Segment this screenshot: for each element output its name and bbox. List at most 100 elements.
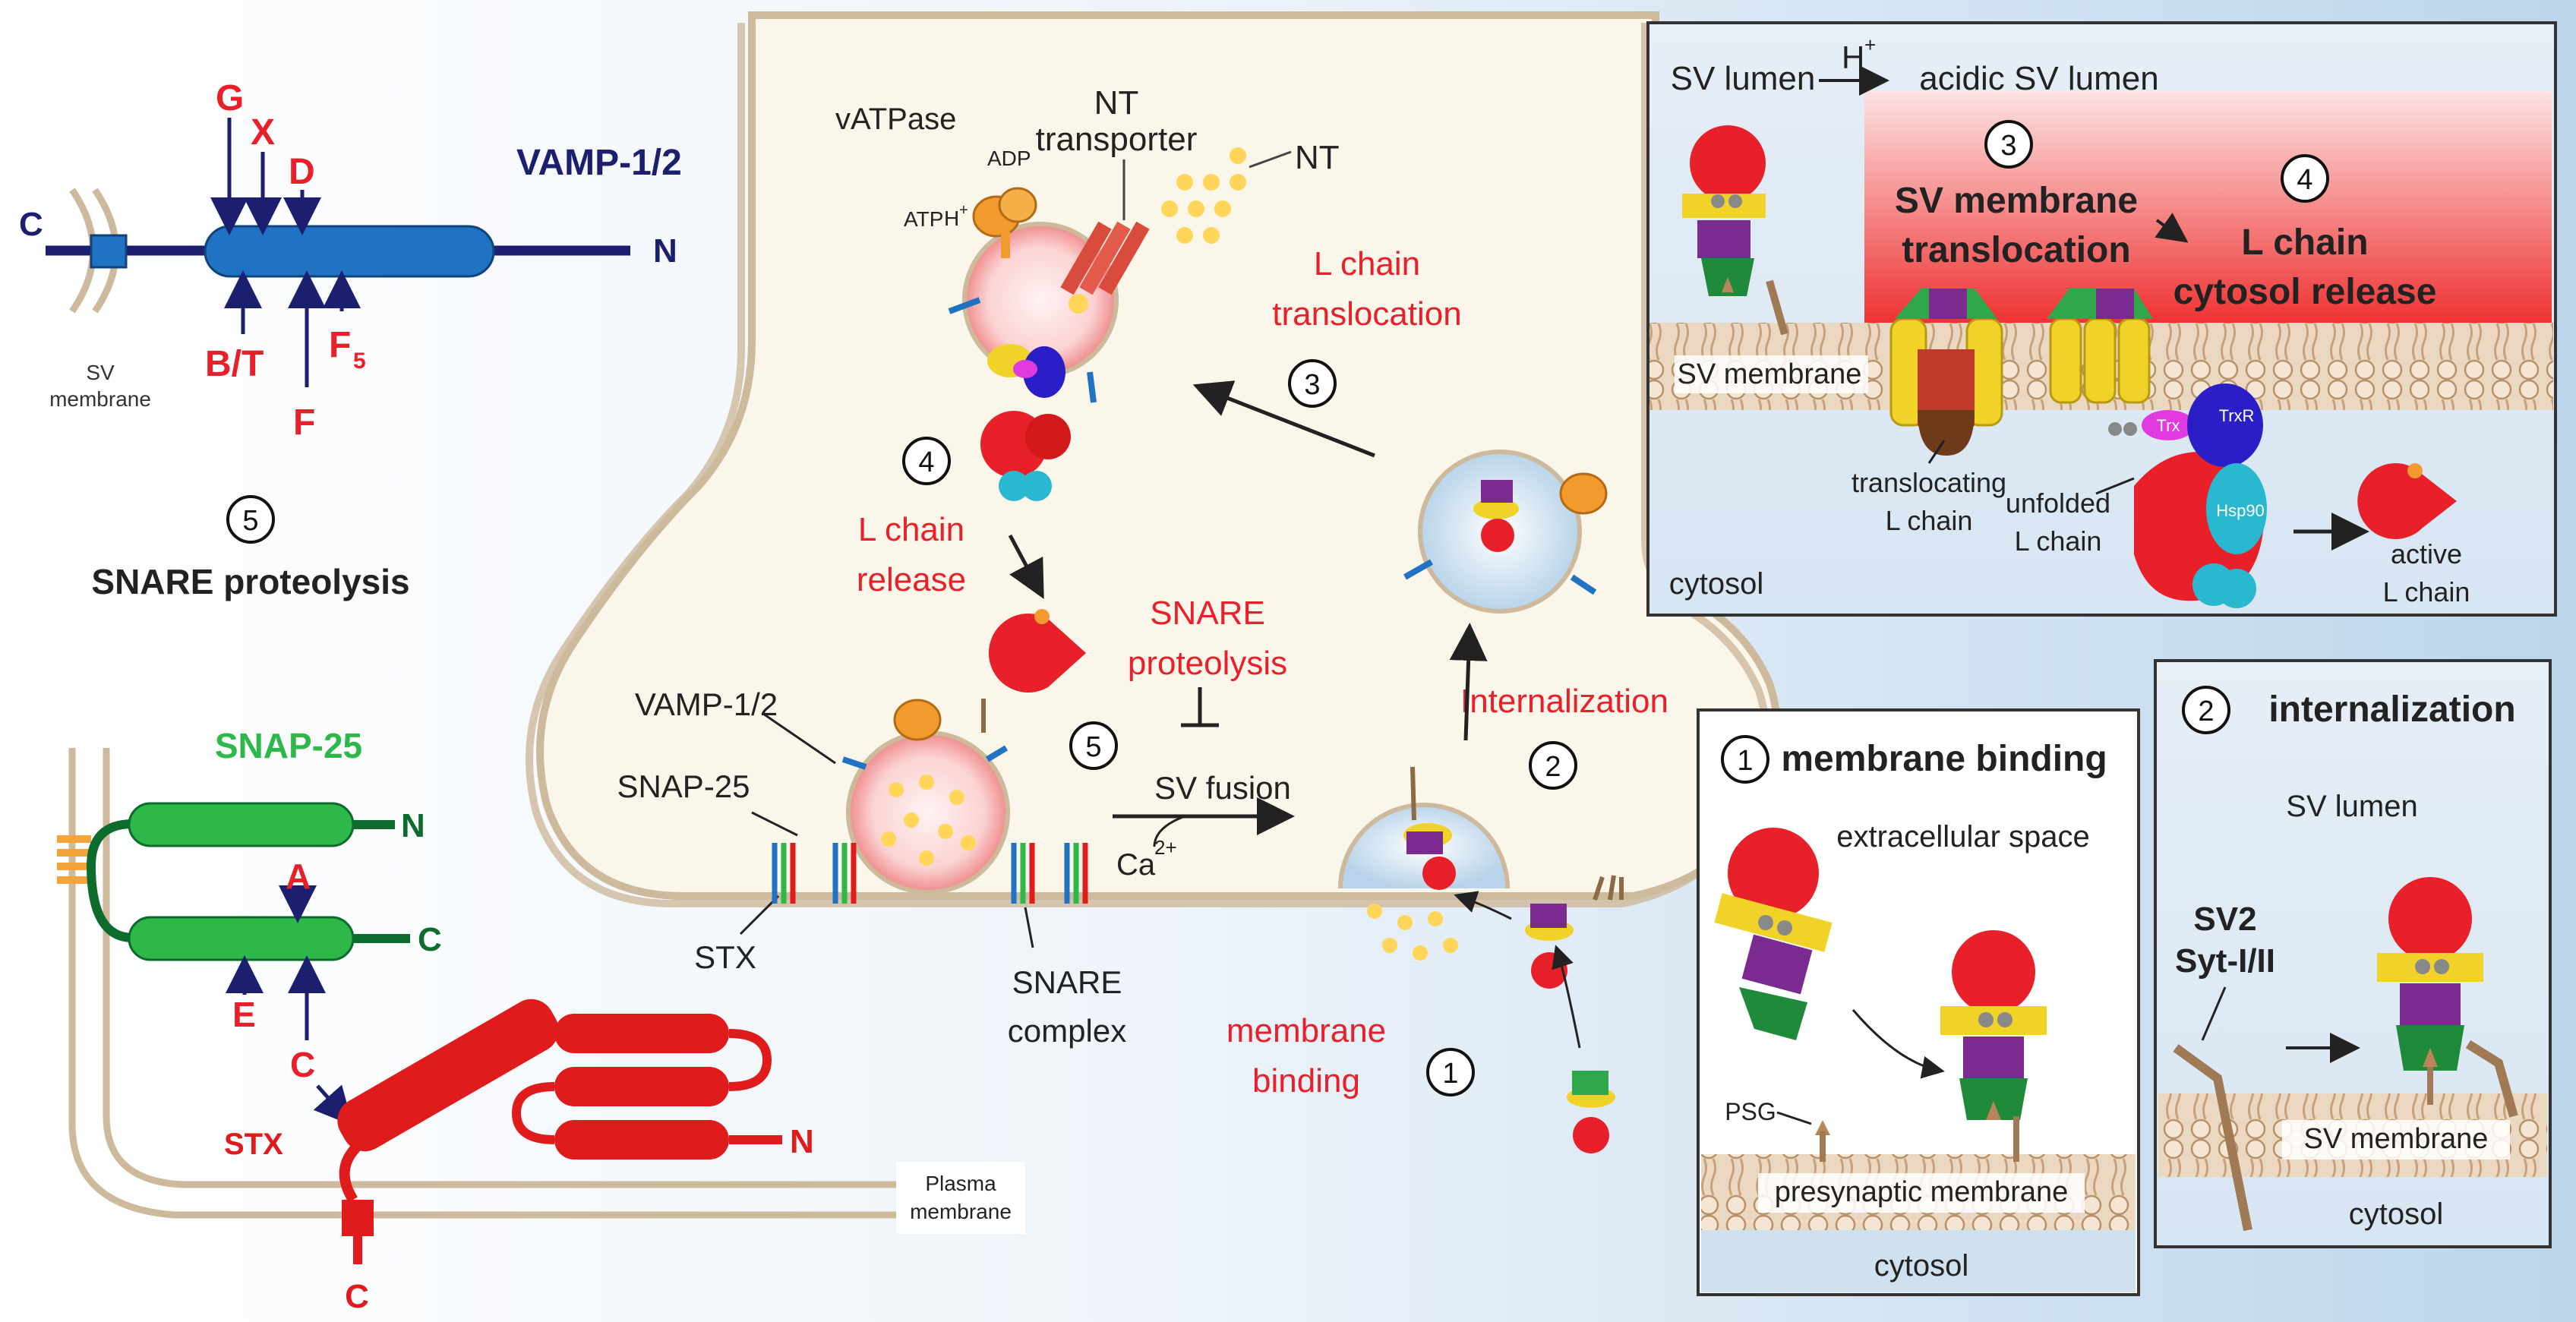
stx-label-neuron: STX <box>694 939 756 975</box>
snap25-site-c: C <box>290 1045 315 1084</box>
l-chain-cytosol-release-1: L chain <box>2241 222 2368 263</box>
l-chain-release-1: L chain <box>858 511 964 548</box>
panel-step-4: 4 <box>2297 164 2312 196</box>
binding-cytosol-label: cytosol <box>1874 1249 1969 1283</box>
internalization-sv-lumen-label: SV lumen <box>2286 790 2417 823</box>
stx-helix-3 <box>554 1120 729 1160</box>
snap25-c-terminus: C <box>418 921 442 958</box>
snare-proteolysis-red-2: proteolysis <box>1128 645 1287 682</box>
acidic-lumen-label: acidic SV lumen <box>1919 60 2158 97</box>
sv2-label: SV2 <box>2193 901 2256 938</box>
plasma-membrane-label-2: membrane <box>910 1200 1012 1223</box>
trx-label: Trx <box>2157 416 2180 435</box>
released-nt-dots <box>1367 904 1458 961</box>
adp-label: ADP <box>987 147 1031 170</box>
vatpase-icon <box>972 187 1037 258</box>
free-l-chain-icon <box>988 614 1086 693</box>
vamp-site-bt: B/T <box>205 344 264 384</box>
step-3-number: 3 <box>1304 369 1320 401</box>
vamp-site-f5-subscript: 5 <box>353 349 366 374</box>
stx-n-terminus: N <box>790 1123 814 1160</box>
l-chain-cytosol-release-2: cytosol release <box>2174 272 2437 312</box>
l-chain-translocation-2: translocation <box>1272 295 1461 333</box>
hsp90-label: Hsp90 <box>2216 501 2265 520</box>
neurotransmitter-cluster <box>1161 147 1246 244</box>
vamp-site-x: X <box>251 112 275 153</box>
sv-membrane-translocation-1: SV membrane <box>1895 181 2138 221</box>
vesicle-nt-dots <box>881 775 976 866</box>
panel-sv-membrane-label: SV membrane <box>1678 358 1862 390</box>
internalization-red: Internalization <box>1460 683 1668 720</box>
internalization-cytosol-label: cytosol <box>2349 1197 2444 1231</box>
snare-proteolysis-title: SNARE proteolysis <box>91 562 409 601</box>
active-label-2: L chain <box>2383 576 2470 607</box>
translocating-label-1: translocating <box>1852 467 2006 498</box>
snare-proteolysis-heading: 5 SNARE proteolysis <box>91 495 410 601</box>
stx-title: STX <box>224 1128 283 1161</box>
panel-cytosol-label: cytosol <box>1669 567 1764 601</box>
step-5-neuron-number: 5 <box>1085 731 1101 763</box>
membrane-snare-pairs <box>772 843 1088 904</box>
sv-membrane-label-1: SV <box>86 361 115 384</box>
snare-complex-label-2: complex <box>1008 1013 1126 1049</box>
nt-transporter-label-2: transporter <box>1036 121 1198 158</box>
snap25-site-e: E <box>232 995 256 1034</box>
snap25-helix-c <box>128 916 355 961</box>
vamp-schematic: C N VAMP-1/2 SV membrane G X D B/T F F 5 <box>19 78 682 443</box>
vamp-site-f5: F <box>329 325 351 365</box>
unfolded-label-2: L chain <box>2015 525 2102 557</box>
active-l-chain-icon <box>2357 462 2457 539</box>
membrane-binding-red-1: membrane <box>1226 1012 1386 1049</box>
trxr-label: TrxR <box>2219 406 2255 425</box>
h-plus-label: H <box>944 207 959 230</box>
snare-complex-label-1: SNARE <box>1012 964 1122 1000</box>
nerve-terminal: NT transporter vATPase NT H + ADP ATP L … <box>617 84 1668 1153</box>
step-5-number: 5 <box>242 505 258 537</box>
internalization-step-number: 2 <box>2198 696 2214 727</box>
snap25-n-terminus: N <box>401 807 425 844</box>
sv-lumen-label: SV lumen <box>1671 60 1816 97</box>
unfolded-label-1: unfolded <box>2006 487 2110 519</box>
active-label-1: active <box>2391 538 2462 570</box>
snap25-label-neuron: SNAP-25 <box>617 768 750 804</box>
vamp-site-f: F <box>293 402 315 443</box>
sv-membrane-label-2: membrane <box>49 387 151 411</box>
snap25-helix-n <box>128 802 355 847</box>
sv-membrane-translocation-2: translocation <box>1902 230 2130 270</box>
stx-helix-1 <box>554 1014 729 1053</box>
panel-step-3: 3 <box>2000 130 2016 162</box>
snap25-title: SNAP-25 <box>215 726 362 765</box>
vamp-title: VAMP-1/2 <box>516 143 682 183</box>
l-chain-translocation-1: L chain <box>1314 245 1420 282</box>
membrane-binding-title: membrane binding <box>1781 739 2107 779</box>
psg-label: PSG <box>1725 1098 1776 1125</box>
membrane-binding-panel: 1 membrane binding extracellular space P… <box>1697 708 2140 1296</box>
step-4-number: 4 <box>918 446 934 478</box>
vamp-site-d: D <box>289 152 315 192</box>
docked-synaptic-vesicle <box>846 730 1010 894</box>
internalization-title: internalization <box>2268 689 2515 730</box>
step-1-number: 1 <box>1442 1058 1458 1090</box>
step-2-number: 2 <box>1545 751 1561 783</box>
h-plus-superscript: + <box>959 202 968 219</box>
vatpase-label: vATPase <box>835 103 956 136</box>
vamp-c-terminus: C <box>19 206 43 243</box>
panel-h-plus: H <box>1842 39 1864 75</box>
membrane-binding-red-2: binding <box>1252 1062 1360 1100</box>
panel-h-plus-superscript: + <box>1864 33 1876 56</box>
stx-habc-helix <box>337 999 559 1152</box>
translocating-label-2: L chain <box>1886 505 1973 536</box>
vamp-tm-domain <box>90 234 128 269</box>
snap25-site-a: A <box>286 857 311 896</box>
sv-fusion-label: SV fusion <box>1154 770 1291 806</box>
atp-label: ATP <box>904 207 943 231</box>
nt-transporter-icon <box>1060 221 1150 295</box>
binding-step-number: 1 <box>1737 745 1753 777</box>
stx-helix-2 <box>554 1067 729 1106</box>
internalization-panel: 2 internalization SV lumen SV2 Syt-I/II … <box>2154 659 2552 1248</box>
extracellular-space-label: extracellular space <box>1836 820 2090 853</box>
vamp-snare-motif <box>204 225 495 278</box>
calcium-label: Ca <box>1116 848 1156 882</box>
calcium-superscript: 2+ <box>1154 836 1177 859</box>
nt-transporter-label-1: NT <box>1094 84 1139 121</box>
